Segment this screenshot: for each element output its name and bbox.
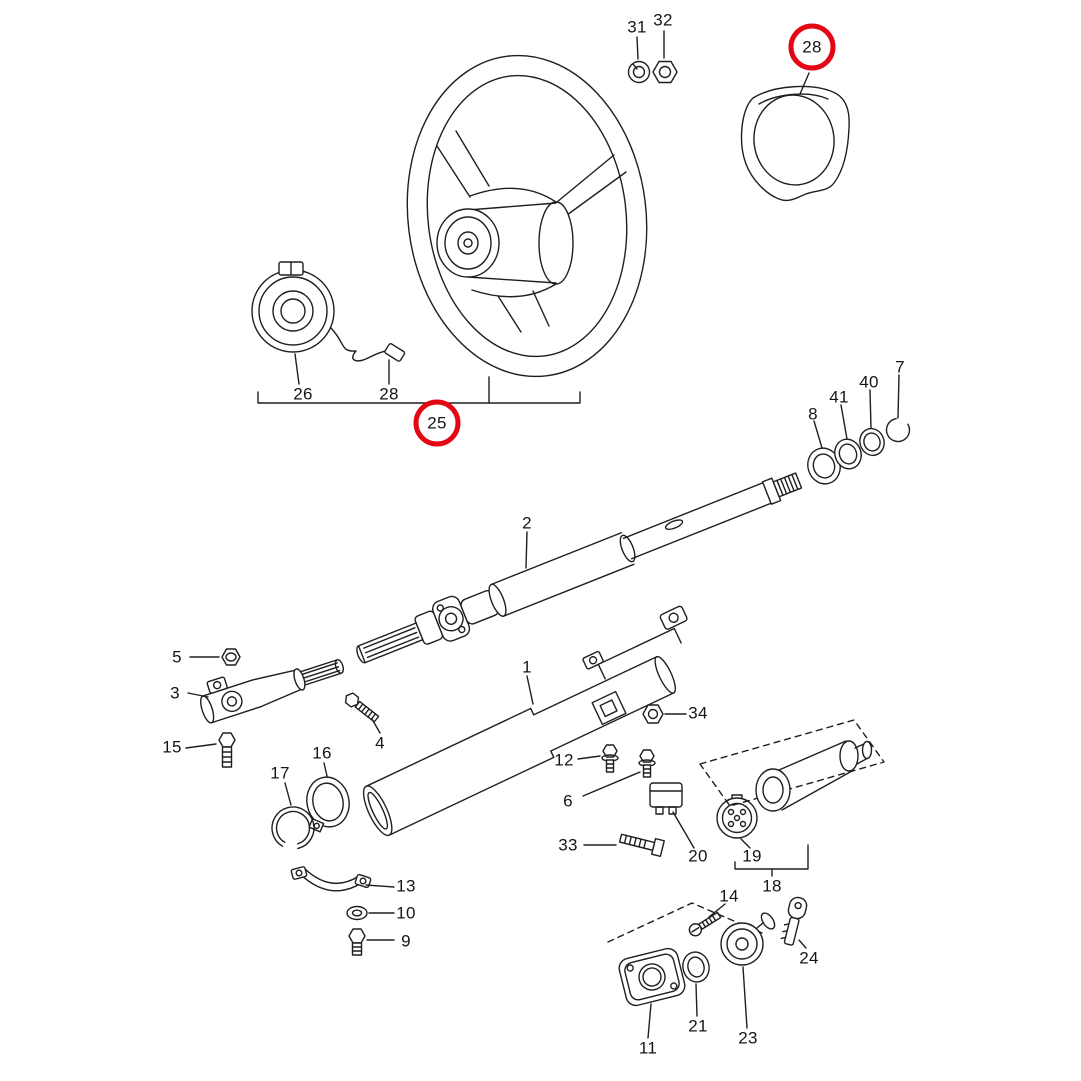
part-label-4: 4	[375, 733, 385, 753]
part-label-25-highlighted: 25	[413, 399, 461, 447]
ring-21	[682, 951, 710, 1017]
part-label-28: 28	[379, 384, 399, 404]
leader-1	[526, 675, 534, 705]
lock-housing-18	[699, 719, 885, 877]
column-tube	[362, 605, 688, 837]
leader-3	[187, 692, 209, 698]
bolt-9	[348, 928, 395, 956]
leader-11	[647, 1003, 652, 1039]
part-label-7: 7	[895, 357, 905, 377]
ignition-switch-19	[716, 794, 758, 849]
steering-shaft	[356, 472, 803, 664]
part-label-12: 12	[554, 750, 574, 770]
part-label-17: 17	[270, 763, 290, 783]
horn-pad-cover	[740, 72, 850, 202]
bolt-15	[185, 732, 236, 768]
lock-cylinder-23	[720, 912, 776, 1029]
part-label-40: 40	[859, 372, 879, 392]
part-label-5: 5	[172, 647, 182, 667]
part-label-14: 14	[719, 886, 739, 906]
washers-and-snap-ring	[807, 374, 911, 485]
part-label-15: 15	[162, 737, 182, 757]
clock-spring	[251, 261, 406, 362]
nut-32	[652, 30, 678, 84]
part-label-32: 32	[653, 10, 673, 30]
part-label-9: 9	[401, 931, 411, 951]
nut-5	[189, 648, 241, 666]
bolt-4	[344, 692, 380, 723]
washer-10	[346, 905, 395, 921]
part-label-26: 26	[293, 384, 313, 404]
part-label-10: 10	[396, 903, 416, 923]
key-24	[780, 896, 808, 946]
part-label-6: 6	[563, 791, 573, 811]
part-label-19: 19	[742, 846, 762, 866]
lower-universal-joint	[200, 659, 345, 724]
screw-33	[618, 833, 665, 858]
screw-6	[582, 749, 656, 797]
part-label-34: 34	[688, 703, 708, 723]
part-label-31: 31	[627, 17, 647, 37]
leader-24	[798, 939, 807, 949]
clamp-13	[290, 866, 395, 892]
part-label-41: 41	[829, 387, 849, 407]
part-label-18: 18	[762, 876, 782, 896]
nut-34	[642, 704, 687, 724]
steering-wheel-drawing	[406, 54, 648, 404]
switch-20	[649, 782, 695, 849]
part-label-11: 11	[638, 1038, 658, 1058]
part-label-16: 16	[312, 743, 332, 763]
leader-16	[323, 762, 328, 777]
leader-14	[708, 903, 726, 918]
part-label-23: 23	[738, 1028, 758, 1048]
leader-2	[525, 531, 528, 569]
part-label-24: 24	[799, 948, 819, 968]
part-label-13: 13	[396, 876, 416, 896]
lock-washer-31	[627, 36, 651, 84]
part-label-20: 20	[688, 846, 708, 866]
screw-14	[688, 911, 722, 937]
part-label-28-highlighted: 28	[788, 23, 836, 71]
part-label-2: 2	[522, 513, 532, 533]
part-label-3: 3	[170, 683, 180, 703]
part-label-1: 1	[522, 657, 532, 677]
snap-ring-17	[271, 782, 315, 850]
part-label-33: 33	[558, 835, 578, 855]
bearing-flange-11	[618, 947, 686, 1007]
wheel-assembly-bracket	[257, 353, 581, 404]
part-label-8: 8	[808, 404, 818, 424]
screw-12	[577, 744, 619, 773]
leader-4	[371, 718, 381, 734]
part-label-21: 21	[688, 1016, 708, 1036]
